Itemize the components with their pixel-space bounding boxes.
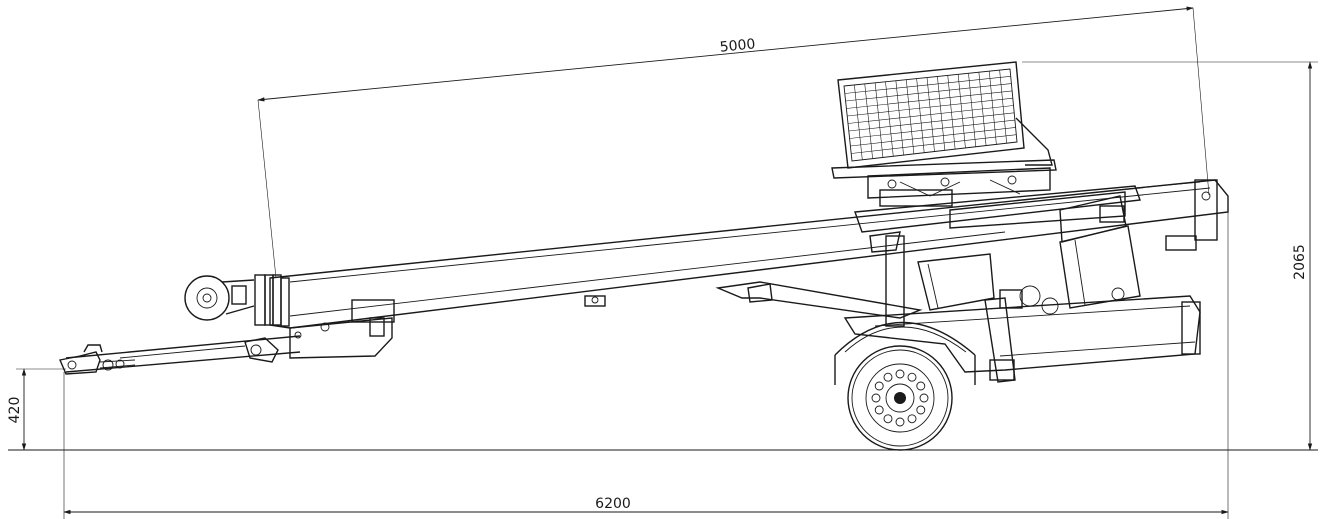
mesh-line	[848, 112, 1015, 132]
platform-mesh	[844, 70, 1017, 160]
towbar	[59, 335, 301, 375]
mesh-line	[846, 90, 1013, 109]
mesh-line	[851, 134, 1017, 154]
wheel-hole	[919, 393, 929, 403]
chassis	[715, 281, 1201, 385]
wheel-hole	[907, 372, 917, 382]
wheel-hole	[916, 405, 926, 415]
overall-length-dimension: 6200	[63, 198, 1229, 519]
wheel-holes	[871, 369, 929, 427]
mesh-line	[850, 127, 1016, 147]
wheel-hole	[895, 417, 905, 427]
overall-height-dimension: 2065	[1022, 61, 1318, 451]
wheel-hole	[883, 414, 893, 424]
wheel-hole	[916, 381, 926, 391]
overall-length-label: 6200	[595, 496, 631, 512]
wheel-hole	[874, 381, 884, 391]
mesh-line	[845, 83, 1012, 102]
road-wheel	[847, 345, 953, 451]
carrier-platform	[831, 61, 1057, 207]
mesh-line	[847, 97, 1013, 117]
mesh-line	[844, 76, 1011, 94]
boom-length-label: 5000	[719, 36, 756, 55]
boom	[254, 179, 1229, 359]
wheel-hole	[874, 405, 884, 415]
wheel-hole	[871, 393, 881, 403]
jockey-wheel	[184, 275, 255, 321]
mesh-line	[847, 105, 1014, 124]
mesh-line	[849, 119, 1015, 139]
engine-housing	[869, 179, 1218, 327]
overall-height-label: 2065	[1292, 244, 1308, 280]
wheel-hole	[895, 369, 905, 379]
hitch-height-label: 420	[7, 397, 23, 424]
hitch-height-dimension: 420	[7, 368, 66, 451]
wheel-hole	[907, 414, 917, 424]
boom-length-dimension: 5000	[257, 6, 1210, 279]
wheel-hole	[883, 372, 893, 382]
